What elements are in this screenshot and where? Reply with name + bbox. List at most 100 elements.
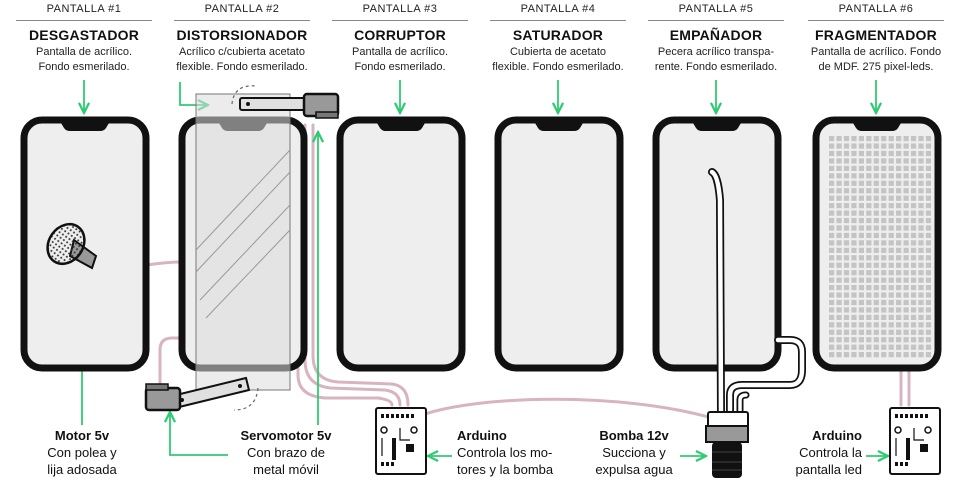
- led-pixel: [873, 262, 879, 268]
- led-pixel: [925, 136, 932, 142]
- led-pixel: [910, 180, 917, 186]
- led-pixel: [829, 329, 835, 335]
- led-pixel: [881, 232, 887, 239]
- led-pixel: [881, 180, 887, 186]
- led-pixel: [896, 232, 902, 239]
- led-pixel: [873, 195, 879, 201]
- led-pixel: [896, 337, 902, 343]
- led-pixel: [836, 322, 842, 328]
- component-desc-line1: Con brazo de: [246, 445, 326, 460]
- screen-header-3: PANTALLA #3 CORRUPTOR Pantalla de acríli…: [324, 0, 476, 75]
- led-pixel: [925, 285, 932, 291]
- led-pixel: [829, 210, 835, 216]
- led-pixel: [829, 314, 835, 320]
- led-pixel: [873, 344, 879, 350]
- led-pixel: [851, 225, 857, 231]
- led-pixel: [925, 217, 932, 224]
- led-pixel: [910, 225, 917, 231]
- led-pixel: [858, 270, 864, 276]
- screen-header-2: PANTALLA #2 DISTORSIONADOR Acrílico c/cu…: [166, 0, 318, 75]
- cable-servo-top-a: [303, 123, 402, 407]
- led-pixel: [851, 270, 857, 276]
- led-pixel: [888, 262, 894, 268]
- led-pixel: [851, 329, 857, 335]
- led-pixel: [888, 344, 894, 350]
- led-grid: [829, 136, 932, 358]
- led-pixel: [829, 285, 835, 291]
- label-motor: Motor 5v Con polea y lija adosada: [20, 427, 144, 478]
- led-pixel: [851, 352, 857, 358]
- led-pixel: [829, 165, 835, 171]
- led-pixel: [843, 262, 850, 268]
- led-pixel: [843, 188, 850, 194]
- led-pixel: [881, 203, 887, 209]
- led-pixel: [910, 136, 917, 142]
- component-desc-line2: lija adosada: [47, 462, 117, 477]
- led-pixel: [858, 225, 864, 231]
- led-pixel: [873, 158, 879, 164]
- led-pixel: [851, 285, 857, 291]
- led-pixel: [888, 292, 894, 298]
- led-pixel: [866, 217, 872, 224]
- led-pixel: [888, 136, 894, 142]
- led-pixel: [925, 143, 932, 149]
- led-pixel: [881, 329, 887, 335]
- led-pixel: [836, 225, 842, 231]
- led-pixel: [866, 307, 872, 313]
- divider: [16, 20, 152, 21]
- led-pixel: [881, 344, 887, 350]
- led-pixel: [918, 180, 924, 186]
- led-pixel: [866, 322, 872, 328]
- screen-name: SATURADOR: [512, 27, 604, 43]
- led-pixel: [873, 188, 879, 194]
- led-pixel: [888, 247, 894, 253]
- led-pixel: [918, 322, 924, 328]
- led-pixel: [873, 352, 879, 358]
- led-pixel: [829, 322, 835, 328]
- led-pixel: [881, 225, 887, 231]
- led-pixel: [925, 270, 932, 276]
- led-pixel: [918, 158, 924, 164]
- screen-header-1: PANTALLA #1 DESGASTADOR Pantalla de acrí…: [8, 0, 160, 75]
- led-pixel: [918, 352, 924, 358]
- led-pixel: [918, 136, 924, 142]
- led-pixel: [851, 277, 857, 283]
- led-pixel: [843, 195, 850, 201]
- led-pixel: [925, 299, 932, 306]
- led-pixel: [866, 337, 872, 343]
- led-pixel: [829, 262, 835, 268]
- led-pixel: [851, 247, 857, 253]
- screen-desc-line2: flexible. Fondo esmerilado.: [492, 61, 624, 73]
- led-pixel: [873, 307, 879, 313]
- led-pixel: [873, 165, 879, 171]
- led-pixel: [896, 195, 902, 201]
- led-pixel: [858, 195, 864, 201]
- label-pump: Bomba 12v Succiona y expulsa agua: [584, 427, 684, 478]
- led-pixel: [836, 210, 842, 216]
- led-pixel: [866, 180, 872, 186]
- led-pixel: [903, 165, 909, 171]
- divider: [648, 20, 784, 21]
- led-pixel: [881, 143, 887, 149]
- led-pixel: [896, 277, 902, 283]
- led-pixel: [881, 165, 887, 171]
- led-pixel: [903, 203, 909, 209]
- led-pixel: [918, 210, 924, 216]
- screen-number: PANTALLA #6: [838, 3, 914, 15]
- led-pixel: [888, 150, 894, 157]
- led-pixel: [910, 314, 917, 320]
- led-pixel: [918, 240, 924, 246]
- led-pixel: [888, 165, 894, 171]
- led-pixel: [873, 322, 879, 328]
- led-pixel: [881, 285, 887, 291]
- led-pixel: [836, 165, 842, 171]
- led-pixel: [851, 143, 857, 149]
- label-arduino-1: Arduino Controla los mo- tores y la bomb…: [457, 427, 577, 478]
- led-pixel: [851, 173, 857, 179]
- led-pixel: [925, 225, 932, 231]
- led-pixel: [925, 232, 932, 239]
- led-pixel: [918, 299, 924, 306]
- phone-4: [494, 116, 624, 372]
- led-pixel: [843, 165, 850, 171]
- led-pixel: [888, 180, 894, 186]
